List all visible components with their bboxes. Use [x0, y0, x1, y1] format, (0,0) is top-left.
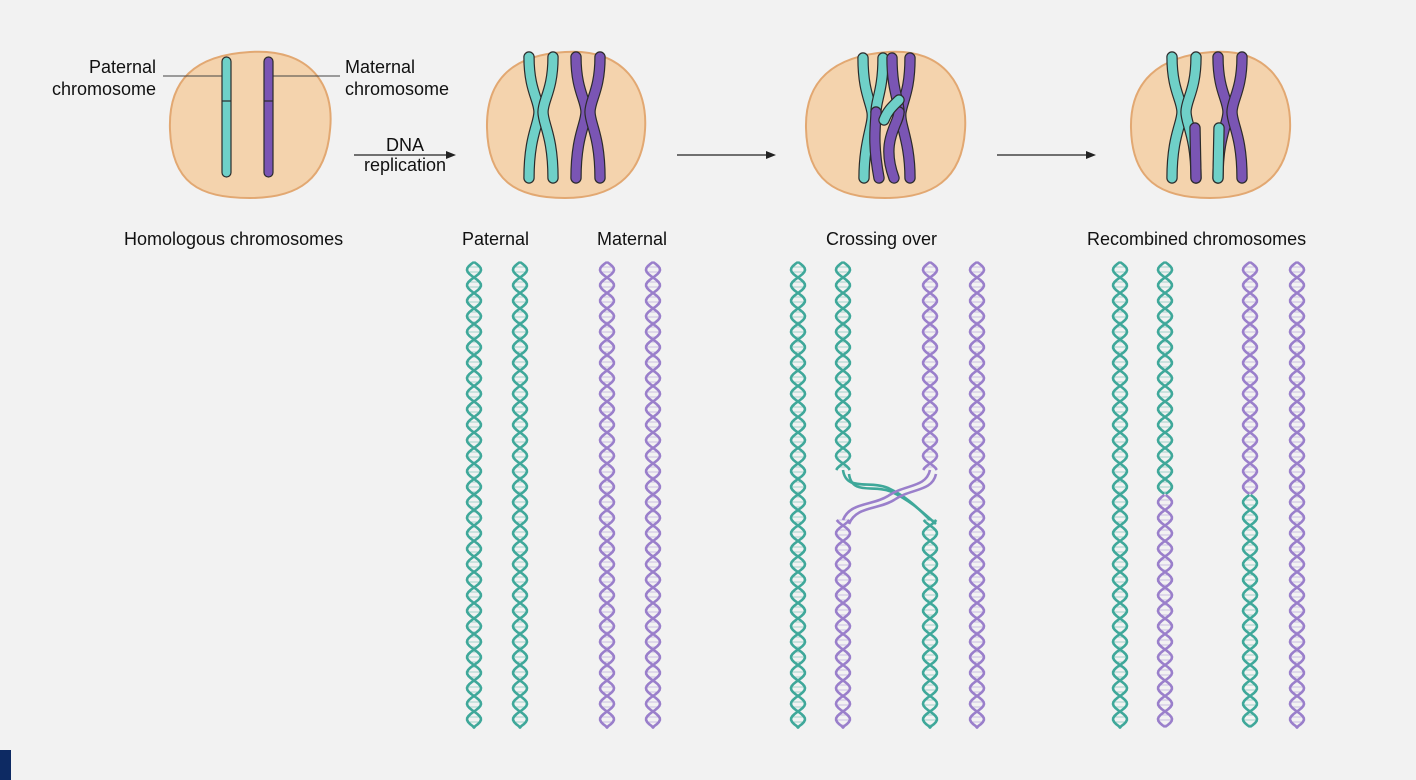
- chromosome-icon: [857, 52, 916, 184]
- crossing-chromosomes: [857, 52, 916, 184]
- homologous-chromosomes-label: Homologous chromosomes: [124, 229, 344, 249]
- paternal-label-line2: chromosome: [51, 79, 156, 99]
- corner-mark: [0, 750, 11, 780]
- dna-helix-icon: [465, 260, 483, 730]
- dna-helix-icon: [834, 260, 852, 730]
- paternal-label-line1: Paternal: [88, 57, 156, 77]
- dna-helix-icon: [789, 260, 807, 730]
- cell-2-icon: [485, 50, 647, 200]
- cell-4-icon: [1129, 50, 1292, 200]
- dna-helix-icon: [598, 260, 616, 730]
- maternal-chromosome-label: Maternal chromosome: [345, 56, 449, 100]
- dna-replication-label: DNA replication: [355, 135, 455, 175]
- dna-helices: [465, 260, 1306, 730]
- replicated-chromosomes: [523, 51, 1248, 184]
- dna-helix-icon: [1288, 260, 1306, 730]
- maternal-label-line1: Maternal: [345, 57, 416, 77]
- recombined-chromosomes-label: Recombined chromosomes: [1087, 229, 1307, 249]
- maternal-chromosome-icon: [263, 56, 274, 178]
- paternal-chromosome-label: Paternal chromosome: [30, 56, 156, 100]
- maternal-label: Maternal: [597, 229, 668, 249]
- dna-helix-icon: [1111, 260, 1129, 730]
- arrow-right-icon: [677, 151, 776, 159]
- dna-helix-icon: [968, 260, 986, 730]
- paternal-label: Paternal: [462, 229, 530, 249]
- arrow-right-icon: [997, 151, 1096, 159]
- dna-label-line2: replication: [363, 155, 447, 175]
- crossing-over-label: Crossing over: [826, 229, 938, 249]
- arrow-right-icon: [354, 151, 456, 159]
- maternal-label-line2: chromosome: [345, 79, 450, 99]
- chromosome-icon: [1166, 51, 1202, 184]
- paternal-chromosome-icon: [221, 56, 232, 178]
- dna-helix-icon: [921, 260, 939, 730]
- crossover-strands: [841, 469, 938, 525]
- chromosome-icon: [570, 51, 606, 184]
- dna-helix-icon: [1156, 260, 1174, 729]
- dna-label-line1: DNA: [385, 135, 424, 155]
- dna-helix-icon: [511, 260, 529, 730]
- chromosome-icon: [523, 51, 559, 184]
- cell-1-icon: [168, 50, 332, 200]
- dna-helix-icon: [644, 260, 662, 730]
- chromosome-icon: [1212, 51, 1248, 184]
- dna-helix-icon: [1241, 260, 1259, 729]
